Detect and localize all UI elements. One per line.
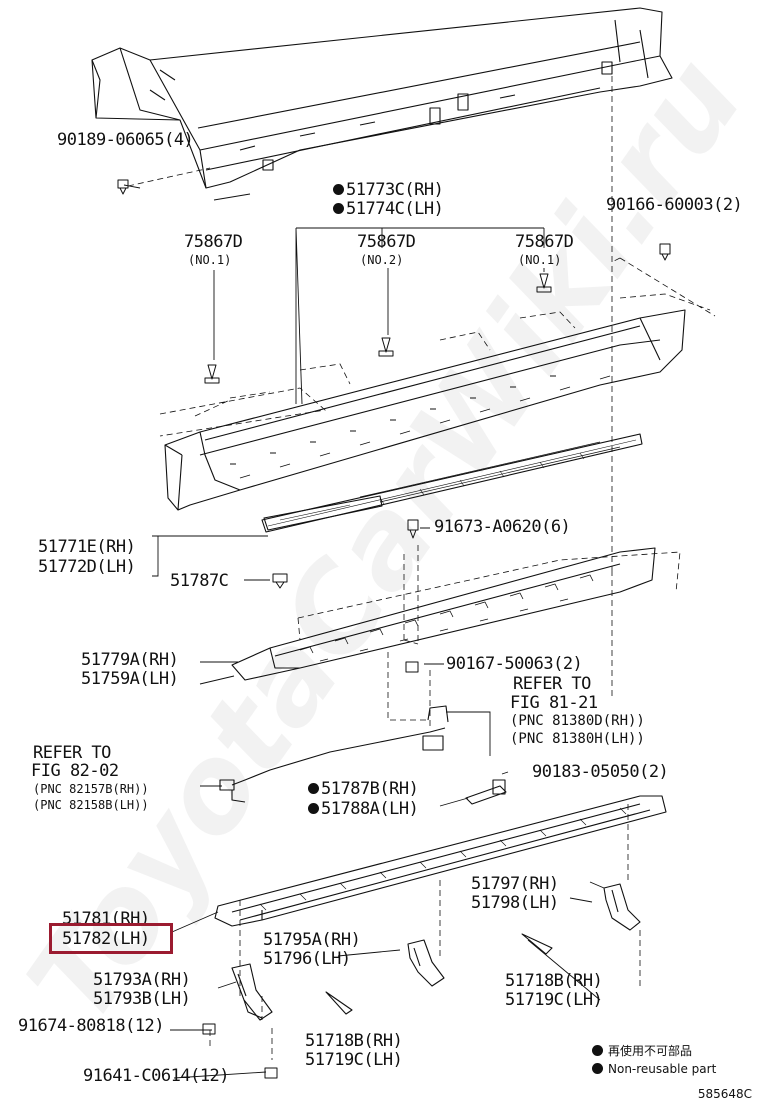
- bracket-51788a-text: 51788A(LH): [321, 799, 419, 819]
- part-label-garnish-lh: 51774C(LH): [333, 199, 444, 219]
- stay-51797: [603, 883, 641, 931]
- part-label-bolt-91674: 91674-80818(12): [18, 1016, 165, 1036]
- legend-en: Non-reusable part: [592, 1062, 716, 1076]
- part-label-bolt-90166: 90166-60003(2): [606, 195, 743, 215]
- part-label-bolt-90189: 90189-06065(4): [57, 130, 194, 150]
- refer-fig81-pnc2: (PNC 81380H(LH)): [510, 731, 645, 747]
- pad-right: [521, 933, 553, 955]
- selected-part-highlight[interactable]: [49, 923, 173, 954]
- side-garnish: [164, 309, 686, 511]
- refer-fig81-fig: FIG 81-21: [510, 693, 598, 713]
- part-label-pad-51719c-center: 51719C(LH): [305, 1050, 403, 1070]
- non-reusable-dot-icon: [308, 783, 319, 794]
- step-plate-lower: [263, 495, 383, 531]
- part-label-garnish-rh: 51773C(RH): [333, 180, 444, 200]
- refer-fig82-pnc2: (PNC 82158B(LH)): [33, 798, 149, 812]
- non-reusable-dot-icon: [592, 1045, 603, 1056]
- non-reusable-dot-icon: [592, 1063, 603, 1074]
- step-plate-upper: [261, 433, 643, 533]
- part-label-stay-51797: 51797(RH): [471, 874, 559, 894]
- rocker-rail: [214, 795, 667, 927]
- part-label-clip-1-no: (NO.1): [188, 253, 232, 267]
- part-label-stay-51793a: 51793A(RH): [93, 970, 191, 990]
- non-reusable-dot-icon: [308, 803, 319, 814]
- frame-member: [91, 7, 673, 189]
- part-label-clip-2: 75867D: [357, 232, 416, 252]
- part-label-stay-51796: 51796(LH): [263, 949, 351, 969]
- non-reusable-dot-icon: [333, 203, 344, 214]
- refer-fig81-pnc1: (PNC 81380D(RH)): [510, 713, 645, 729]
- part-label-clip-51787c: 51787C: [170, 571, 229, 591]
- part-label-step-lh: 51772D(LH): [38, 557, 136, 577]
- part-label-screw-91673: 91673-A0620(6): [434, 517, 571, 537]
- legend-jp-text: 再使用不可部品: [608, 1044, 693, 1058]
- part-label-support-rh: 51779A(RH): [81, 650, 179, 670]
- part-label-step-rh: 51771E(RH): [38, 537, 136, 557]
- bracket-51787b-text: 51787B(RH): [321, 779, 419, 799]
- legend-jp: 再使用不可部品: [592, 1042, 692, 1059]
- part-label-clip-3: 75867D: [515, 232, 574, 252]
- pad-center: [325, 991, 353, 1015]
- part-label-stay-51795a: 51795A(RH): [263, 930, 361, 950]
- running-board-support: [231, 547, 656, 681]
- part-label-rail-lh: 51782(LH): [62, 929, 150, 949]
- part-label-pad-51718b-right: 51718B(RH): [505, 971, 603, 991]
- garnish-lh-text: 51774C(LH): [346, 199, 444, 219]
- part-label-clip-1: 75867D: [184, 232, 243, 252]
- part-label-clip-3-no: (NO.1): [518, 253, 562, 267]
- leader-lines: [123, 184, 605, 1079]
- stay-51795a: [407, 939, 445, 987]
- fasteners: [117, 179, 671, 1079]
- wire-harness: [219, 705, 507, 805]
- refer-fig82-pnc1: (PNC 82157B(RH)): [33, 782, 149, 796]
- stay-51793a: [231, 963, 273, 1021]
- refer-fig82-title: REFER TO: [33, 743, 111, 763]
- diagram-code: 585648C: [697, 1087, 752, 1101]
- legend-en-text: Non-reusable part: [608, 1062, 717, 1076]
- part-label-pad-51718b-center: 51718B(RH): [305, 1031, 403, 1051]
- part-label-nut-90183: 90183-05050(2): [532, 762, 669, 782]
- part-label-bolt-90167: 90167-50063(2): [446, 654, 583, 674]
- refer-fig81-title: REFER TO: [513, 674, 591, 694]
- part-label-stay-51793b: 51793B(LH): [93, 989, 191, 1009]
- part-label-stay-51798: 51798(LH): [471, 893, 559, 913]
- non-reusable-dot-icon: [333, 184, 344, 195]
- garnish-rh-text: 51773C(RH): [346, 180, 444, 200]
- part-label-bolt-91641: 91641-C0614(12): [83, 1066, 230, 1086]
- part-label-pad-51719c-right: 51719C(LH): [505, 990, 603, 1010]
- part-label-clip-2-no: (NO.2): [360, 253, 404, 267]
- part-label-bracket-51787b: 51787B(RH): [308, 779, 419, 799]
- part-label-support-lh: 51759A(LH): [81, 669, 179, 689]
- dashed-guides: [127, 66, 716, 1060]
- part-label-bracket-51788a: 51788A(LH): [308, 799, 419, 819]
- refer-fig82-fig: FIG 82-02: [31, 761, 119, 781]
